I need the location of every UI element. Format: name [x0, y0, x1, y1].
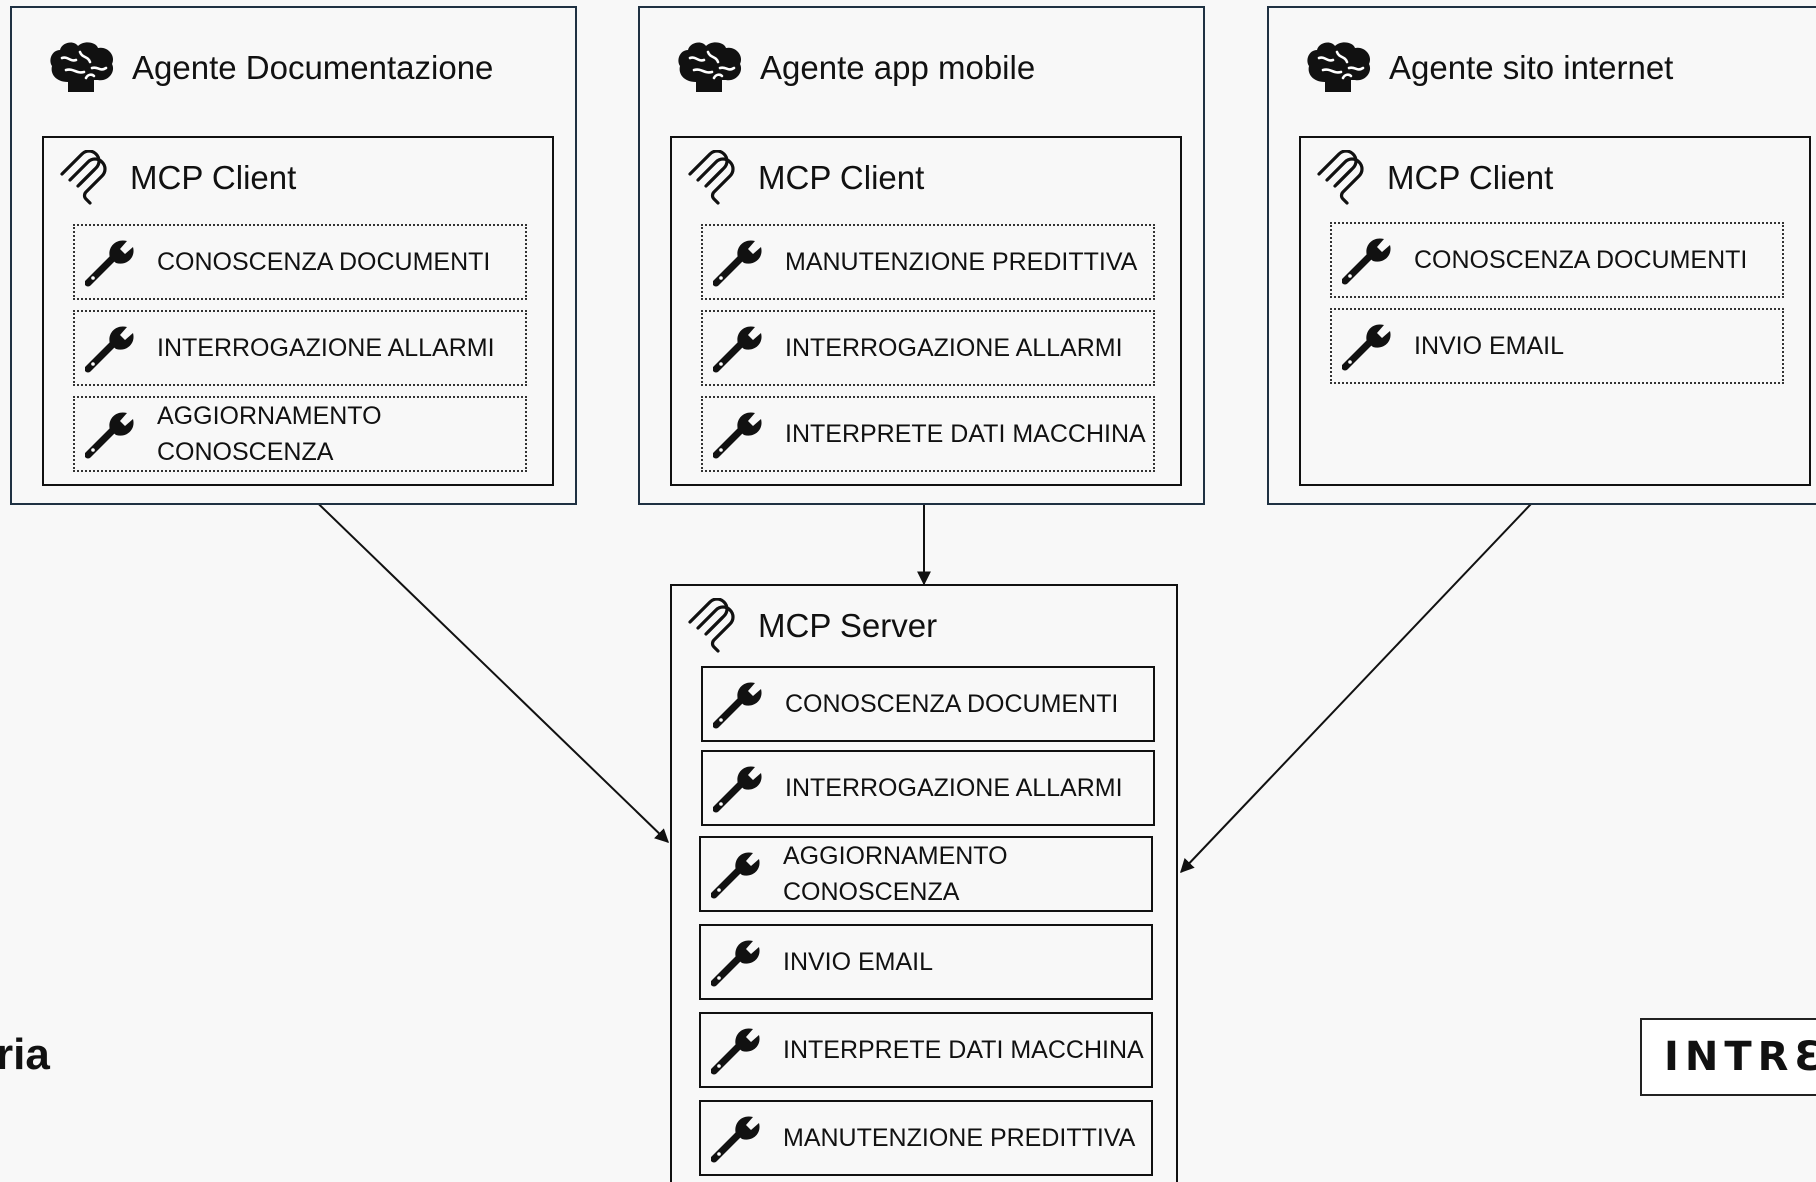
arrow-agent-web-server: [1180, 482, 1551, 874]
tool-label: CONOSCENZA DOCUMENTI: [785, 690, 1119, 718]
tool-label: CONOSCENZA DOCUMENTI: [157, 248, 491, 276]
wrench-icon: [713, 678, 765, 730]
server-tool-item: INTERROGAZIONE ALLARMI: [701, 750, 1155, 826]
server-tool-item: INTERPRETE DATI MACCHINA: [699, 1012, 1153, 1088]
server-tool-item: CONOSCENZA DOCUMENTI: [701, 666, 1155, 742]
tool-item: INVIO EMAIL: [1330, 308, 1784, 384]
mcp-client-label: MCP Client: [1387, 159, 1554, 196]
mcp-client: MCP Client CONOSCENZA DOCUMENTI INTERROG…: [42, 136, 554, 486]
mcp-client-label: MCP Client: [758, 159, 925, 196]
wrench-icon: [713, 408, 765, 460]
server-tool-item: INVIO EMAIL: [699, 924, 1153, 1000]
wrench-icon: [713, 762, 765, 814]
tool-item: AGGIORNAMENTO CONOSCENZA: [73, 396, 527, 472]
arrow-agent-doc-server: [296, 483, 670, 843]
wrench-icon: [85, 322, 137, 374]
agent-title: Agente sito internet: [1389, 49, 1674, 86]
tool-item: MANUTENZIONE PREDITTIVA: [701, 224, 1155, 300]
server-tool-item: MANUTENZIONE PREDITTIVA: [699, 1100, 1153, 1176]
tool-label: MANUTENZIONE PREDITTIVA: [785, 248, 1138, 276]
clipped-edge-text: ria: [0, 1030, 50, 1079]
tool-label: AGGIORNAMENTO CONOSCENZA: [783, 842, 1008, 906]
mcp-logo-icon: [686, 598, 738, 654]
agent-title: Agente app mobile: [760, 49, 1036, 86]
mcp-logo-icon: [58, 150, 110, 206]
wrench-icon: [713, 236, 765, 288]
wrench-icon: [711, 936, 763, 988]
mcp-client: MCP Client CONOSCENZA DOCUMENTI INVIO EM…: [1299, 136, 1811, 486]
tool-item: CONOSCENZA DOCUMENTI: [73, 224, 527, 300]
mcp-server: MCP Server CONOSCENZA DOCUMENTI INTERROG…: [670, 584, 1178, 1182]
intre-logo: INTRƐ: [1640, 1018, 1816, 1096]
wrench-icon: [711, 1112, 763, 1164]
agent-app-mobile: Agente app mobile MCP Client MANUTENZION…: [638, 6, 1205, 505]
tool-item: INTERROGAZIONE ALLARMI: [73, 310, 527, 386]
mcp-client-label: MCP Client: [130, 159, 297, 196]
brain-icon: [46, 38, 118, 98]
brain-icon: [674, 38, 746, 98]
wrench-icon: [85, 408, 137, 460]
tool-label: INVIO EMAIL: [1414, 332, 1565, 360]
mcp-logo-icon: [1315, 150, 1367, 206]
mcp-client: MCP Client MANUTENZIONE PREDITTIVA INTER…: [670, 136, 1182, 486]
tool-label: MANUTENZIONE PREDITTIVA: [783, 1124, 1136, 1152]
wrench-icon: [711, 1024, 763, 1076]
tool-label: INTERROGAZIONE ALLARMI: [785, 774, 1123, 802]
wrench-icon: [1342, 320, 1394, 372]
tool-label: INTERROGAZIONE ALLARMI: [785, 334, 1123, 362]
tool-label: AGGIORNAMENTO CONOSCENZA: [157, 402, 382, 466]
brain-icon: [1303, 38, 1375, 98]
tool-item: INTERROGAZIONE ALLARMI: [701, 310, 1155, 386]
tool-item: CONOSCENZA DOCUMENTI: [1330, 222, 1784, 298]
mcp-logo-icon: [686, 150, 738, 206]
wrench-icon: [85, 236, 137, 288]
agent-sito-internet: Agente sito internet MCP Client CONOSCEN…: [1267, 6, 1816, 505]
wrench-icon: [711, 848, 763, 900]
logo-text: INTRƐ: [1664, 1034, 1816, 1080]
tool-label: INTERPRETE DATI MACCHINA: [783, 1036, 1144, 1064]
tool-label: INTERROGAZIONE ALLARMI: [157, 334, 495, 362]
mcp-server-label: MCP Server: [758, 607, 938, 644]
wrench-icon: [1342, 234, 1394, 286]
tool-label: INTERPRETE DATI MACCHINA: [785, 420, 1146, 448]
agent-title: Agente Documentazione: [132, 49, 494, 86]
agent-documentazione: Agente Documentazione MCP Client CONOSCE…: [10, 6, 577, 505]
tool-label: INVIO EMAIL: [783, 948, 934, 976]
tool-label: CONOSCENZA DOCUMENTI: [1414, 246, 1748, 274]
wrench-icon: [713, 322, 765, 374]
tool-item: INTERPRETE DATI MACCHINA: [701, 396, 1155, 472]
server-tool-item: AGGIORNAMENTO CONOSCENZA: [699, 836, 1153, 912]
